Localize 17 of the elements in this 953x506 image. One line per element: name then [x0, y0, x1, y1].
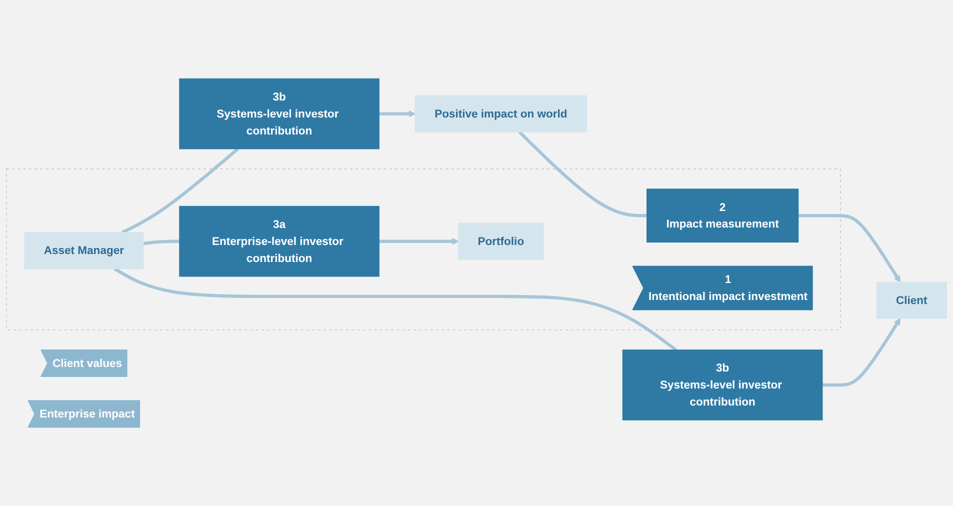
node-box: Positive impact on world — [414, 95, 587, 132]
connector — [121, 148, 240, 234]
cluster — [6, 168, 841, 330]
connector — [518, 130, 647, 218]
node-box: 2 Impact measurement — [646, 188, 799, 243]
node-box: Client — [876, 282, 947, 319]
node-box: 3a Enterprise-level investor contribution — [179, 206, 380, 277]
node-box: 3b Systems-level investor contribution — [622, 350, 823, 420]
connector — [143, 240, 180, 246]
node-box: 3b Systems-level investor contribution — [179, 78, 380, 150]
node-box: Portfolio — [458, 222, 544, 260]
arrow — [379, 110, 416, 118]
arrow — [822, 318, 901, 387]
node-box: Asset Manager — [24, 232, 144, 270]
arrow — [798, 214, 901, 282]
connector — [114, 267, 677, 352]
arrow — [379, 238, 459, 245]
